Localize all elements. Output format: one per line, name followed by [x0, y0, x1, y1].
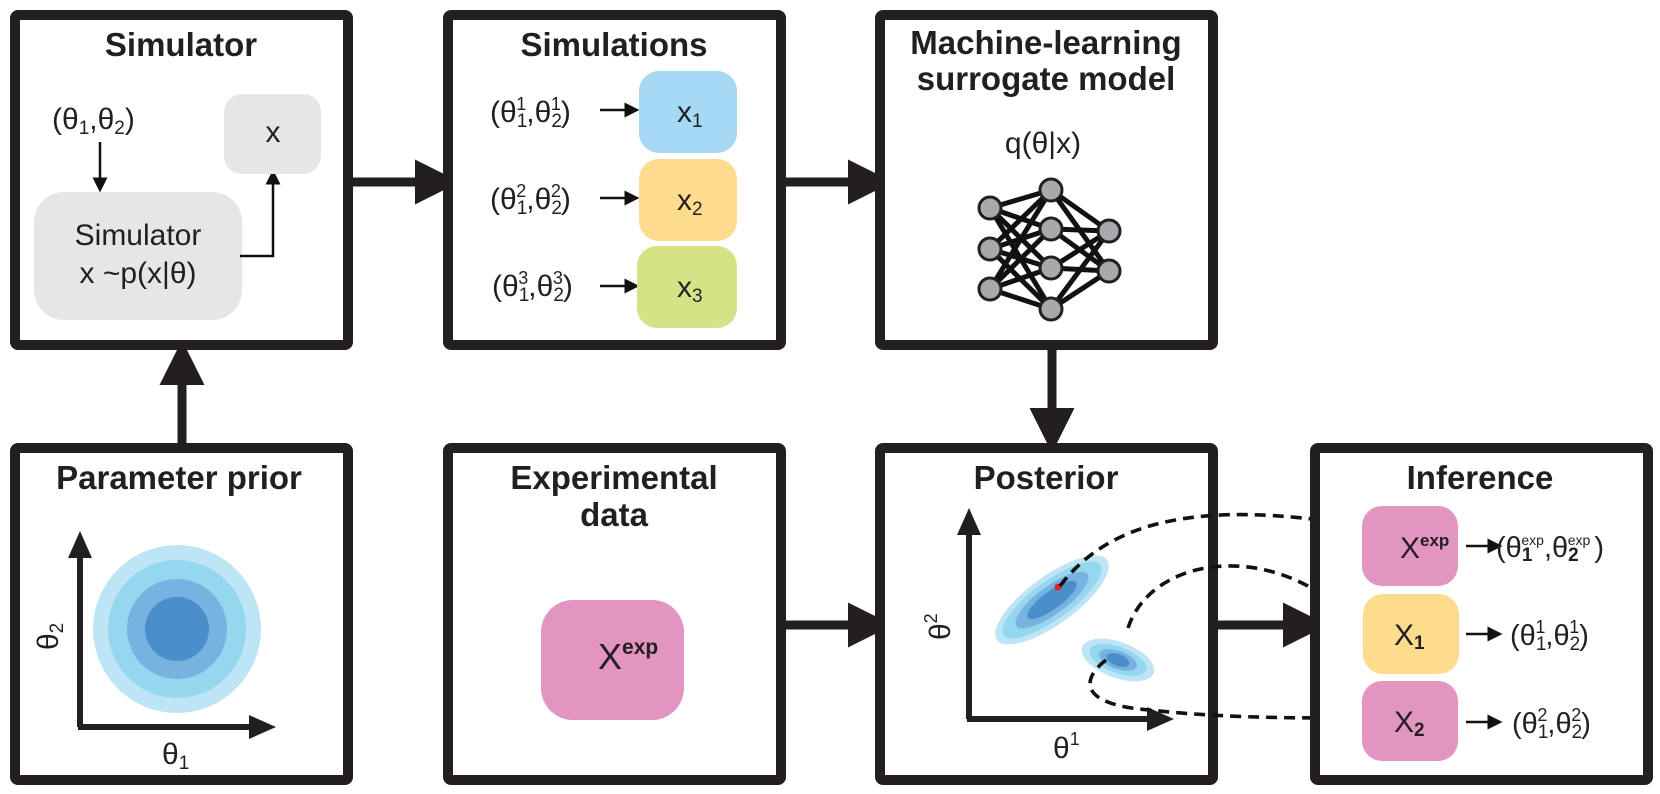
- simulation-output-x3-label: x3: [677, 271, 703, 307]
- network-node-layer-3: [1096, 218, 1122, 244]
- inference-row-xexp: Xexp (θ1exp,θ2exp): [1362, 506, 1604, 586]
- posterior-x-axis-label: θ1: [1053, 729, 1080, 765]
- simulation-output-x2-label: x2: [677, 184, 703, 220]
- panel-parameter-prior: Parameter prior θ1 θ2: [10, 443, 353, 785]
- network-node-layer-2: [1038, 177, 1064, 203]
- inference-output-xexp: (θ1exp,θ2exp): [1496, 532, 1604, 566]
- panel-simulator: Simulator (θ1,θ2) Simulator x ~p(x|θ) x: [10, 10, 353, 350]
- simulation-output-x2: [639, 159, 737, 241]
- inference-input-xexp: [1362, 506, 1458, 586]
- simulation-output-x1-label: x1: [677, 96, 703, 132]
- experimental-data-box: [541, 600, 684, 720]
- inference-output-x1: (θ11,θ21): [1510, 617, 1589, 655]
- inference-input-xexp-label: Xexp: [1400, 531, 1449, 565]
- simulation-row-3-params: (θ13,θ23): [492, 268, 573, 306]
- simulation-row-3: (θ13,θ23) x3: [492, 246, 737, 328]
- simulator-output-label: x: [266, 116, 281, 149]
- inference-row-x2: X2 (θ12,θ22): [1362, 681, 1591, 761]
- simulation-row-1: (θ11,θ21) x1: [490, 71, 737, 153]
- network-node-layer-1: [977, 276, 1003, 302]
- inference-input-x2-label: X2: [1394, 706, 1425, 741]
- surrogate-formula: q(θ|x): [1005, 127, 1081, 160]
- panel-prior-title: Parameter prior: [56, 459, 302, 496]
- network-node-layer-2: [1038, 296, 1064, 322]
- posterior-mode-1-level-4: [1027, 580, 1077, 620]
- panel-simulations-title: Simulations: [520, 26, 707, 63]
- posterior-y-axis-label: θ2: [921, 613, 957, 640]
- panel-simulator-title: Simulator: [105, 26, 257, 63]
- inference-row-x1: X1 (θ11,θ21): [1363, 594, 1589, 674]
- simulator-params-label: (θ1,θ2): [52, 103, 135, 139]
- simulation-row-2: (θ12,θ22) x2: [490, 159, 737, 241]
- simulation-output-x3: [637, 246, 737, 328]
- network-node-layer-3: [1096, 258, 1122, 284]
- panel-inference-title: Inference: [1407, 459, 1554, 496]
- simulation-row-1-params: (θ11,θ21): [490, 94, 571, 132]
- panel-surrogate-model: Machine-learning surrogate model q(θ|x): [875, 10, 1218, 350]
- posterior-mode-2-level-4: [1106, 653, 1130, 667]
- inference-input-x1: [1363, 594, 1459, 674]
- network-edge: [987, 188, 1054, 291]
- network-edge: [988, 188, 1053, 251]
- posterior-mode-1-contours: [995, 555, 1109, 645]
- prior-y-axis-label: θ2: [32, 623, 68, 650]
- prior-contour-level-4: [145, 597, 209, 661]
- simulator-box-label: Simulator: [75, 219, 202, 252]
- dashed-arrow-mode2-to-x2: [1088, 658, 1364, 729]
- panel-posterior-title: Posterior: [974, 459, 1119, 496]
- panel-surrogate-title-line2: surrogate model: [917, 60, 1176, 97]
- network-edge: [1048, 229, 1112, 311]
- panel-posterior: Posterior θ1 θ2: [875, 443, 1218, 785]
- dashed-arrow-sample-to-xexp: [1058, 512, 1377, 588]
- neural-network-icon: [977, 177, 1122, 322]
- prior-x-axis-label: θ1: [162, 738, 189, 774]
- network-edge: [988, 227, 1053, 291]
- inference-input-x1-label: X1: [1394, 619, 1425, 654]
- simulator-to-output-arrow: [240, 169, 281, 258]
- dashed-arrow-mode2-to-x1: [1126, 564, 1357, 629]
- panel-simulations: Simulations (θ11,θ21) x1 (θ12,θ22) x2 (θ…: [443, 10, 786, 350]
- panel-experimental-title-line1: Experimental: [510, 459, 717, 496]
- inference-output-x2: (θ12,θ22): [1512, 705, 1591, 743]
- simulator-box: [34, 192, 242, 320]
- network-node-layer-1: [977, 195, 1003, 221]
- panel-experimental-data: Experimental data Xexp: [443, 443, 786, 785]
- simulation-output-x1: [639, 71, 737, 153]
- posterior-mode-2-contours: [1081, 638, 1155, 682]
- simulation-row-2-params: (θ12,θ22): [490, 181, 571, 219]
- network-node-layer-2: [1038, 216, 1064, 242]
- prior-density-contours: [93, 545, 261, 713]
- panel-experimental-title-line2: data: [580, 496, 649, 533]
- network-node-layer-2: [1038, 255, 1064, 281]
- network-node-layer-1: [977, 236, 1003, 262]
- inference-input-x2: [1362, 681, 1458, 761]
- experimental-data-label: Xexp: [598, 636, 658, 677]
- panel-inference: Inference Xexp (θ1exp,θ2exp) X1 (θ11,θ21…: [1310, 443, 1653, 785]
- simulator-box-formula: x ~p(x|θ): [80, 257, 197, 290]
- simulator-output-box: [224, 94, 321, 174]
- panel-surrogate-title-line1: Machine-learning: [910, 24, 1181, 61]
